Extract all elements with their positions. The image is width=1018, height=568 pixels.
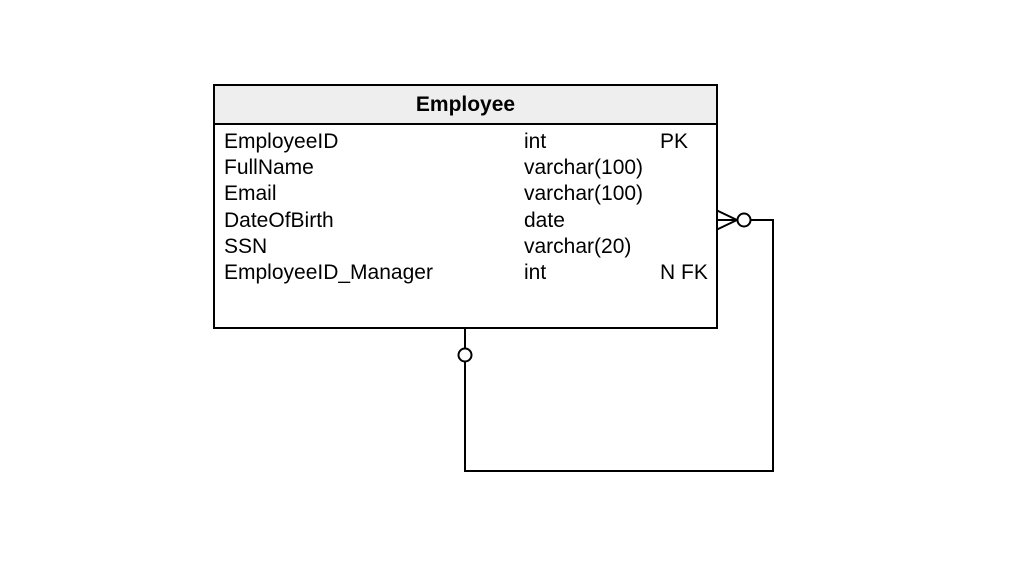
field-name: DateOfBirth	[224, 208, 334, 232]
relationship-line[interactable]	[464, 219, 774, 472]
field-row[interactable]: FullName varchar(100)	[215, 155, 716, 181]
entity-fields: EmployeeID int PK FullName varchar(100) …	[215, 125, 716, 286]
field-name: Email	[224, 182, 277, 206]
zero-or-one-marker	[457, 347, 473, 363]
field-name: FullName	[224, 156, 314, 180]
field-row[interactable]: SSN varchar(20)	[215, 234, 716, 260]
field-type: varchar(100)	[524, 182, 644, 206]
field-type: varchar(20)	[524, 234, 632, 258]
employee-entity-table[interactable]: Employee EmployeeID int PK FullName varc…	[213, 84, 718, 329]
field-type: date	[524, 208, 565, 232]
crows-foot-upper	[715, 209, 738, 221]
field-type: int	[524, 260, 547, 284]
field-row[interactable]: Email varchar(100)	[215, 181, 716, 207]
field-type: int	[524, 130, 547, 153]
crows-foot-lower	[715, 219, 738, 231]
field-name: EmployeeID	[224, 130, 339, 153]
field-row[interactable]: EmployeeID int PK	[215, 129, 716, 155]
field-name: SSN	[224, 234, 268, 258]
entity-title: Employee	[215, 86, 716, 125]
zero-marker	[736, 212, 752, 228]
field-name: EmployeeID_Manager	[224, 260, 433, 284]
field-key: PK	[660, 130, 689, 153]
field-key: N FK	[660, 260, 708, 284]
field-type: varchar(100)	[524, 156, 644, 180]
field-row[interactable]: DateOfBirth date	[215, 208, 716, 234]
self-relationship-connector[interactable]	[457, 209, 774, 472]
field-row[interactable]: EmployeeID_Manager int N FK	[215, 260, 716, 286]
